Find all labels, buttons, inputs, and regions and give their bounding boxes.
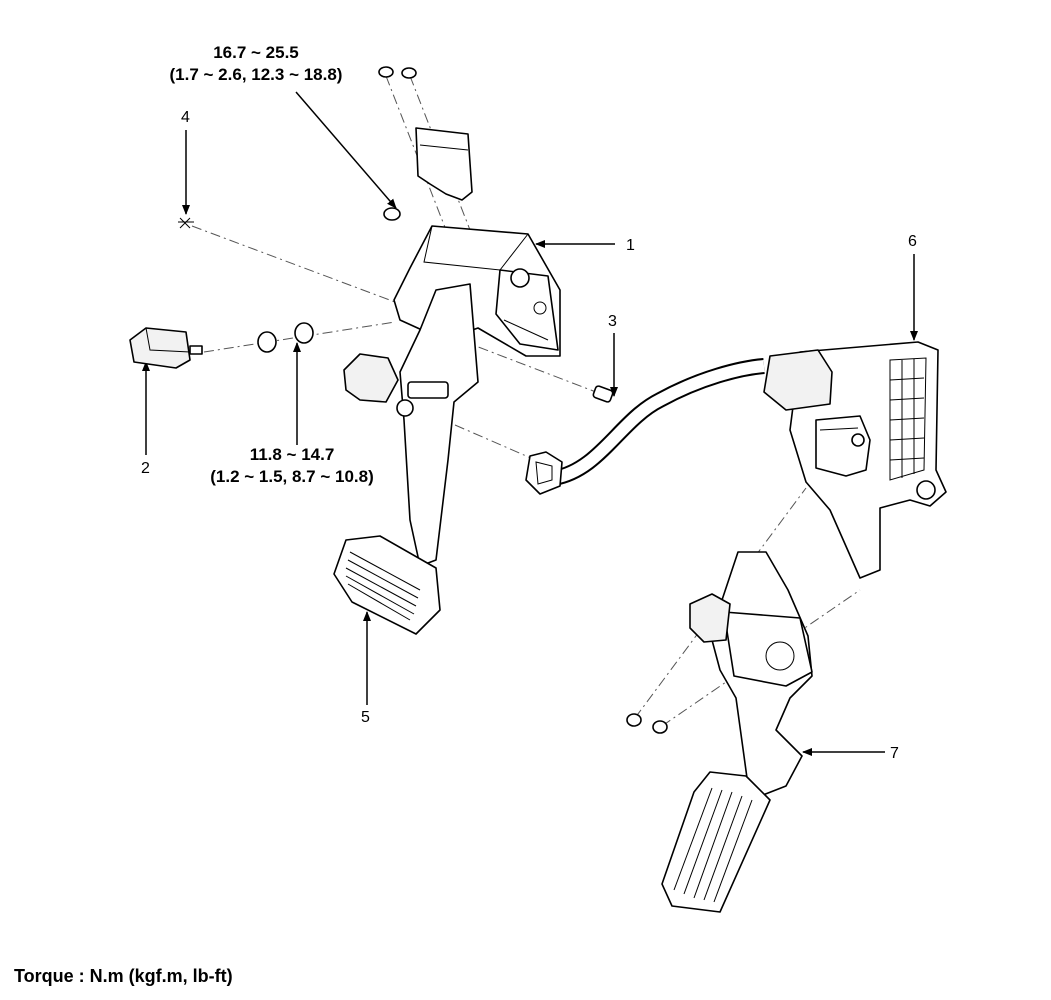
accelerator-pedal-part-7 (626, 551, 813, 913)
torque-spec-switch-value: 11.8 ~ 14.7 (250, 445, 335, 464)
torque-spec-bracket-alt: (1.7 ~ 2.6, 12.3 ~ 18.8) (170, 65, 343, 84)
torque-spec-bracket-value: 16.7 ~ 25.5 (213, 43, 299, 62)
callout-3: 3 (608, 313, 617, 330)
torque-spec-switch-alt: (1.2 ~ 1.5, 8.7 ~ 10.8) (210, 467, 374, 486)
callout-4: 4 (181, 109, 190, 126)
pedal-mounting-bracket-part-6 (763, 341, 947, 579)
callout-5: 5 (361, 709, 370, 726)
torque-units-caption: Torque : N.m (kgf.m, lb-ft) (14, 966, 233, 986)
stop-lamp-switch-part-2 (129, 322, 314, 369)
callout-2: 2 (141, 460, 150, 477)
clip-part-4 (178, 217, 194, 229)
mounting-bracket-plate (378, 66, 473, 221)
bolt-part-3 (592, 385, 614, 403)
accelerator-cable (525, 358, 765, 495)
callout-7: 7 (890, 745, 899, 762)
brake-pedal-arm-part-5 (333, 283, 479, 635)
callout-1: 1 (626, 237, 635, 254)
leader-lines (142, 91, 918, 756)
callout-6: 6 (908, 233, 917, 250)
